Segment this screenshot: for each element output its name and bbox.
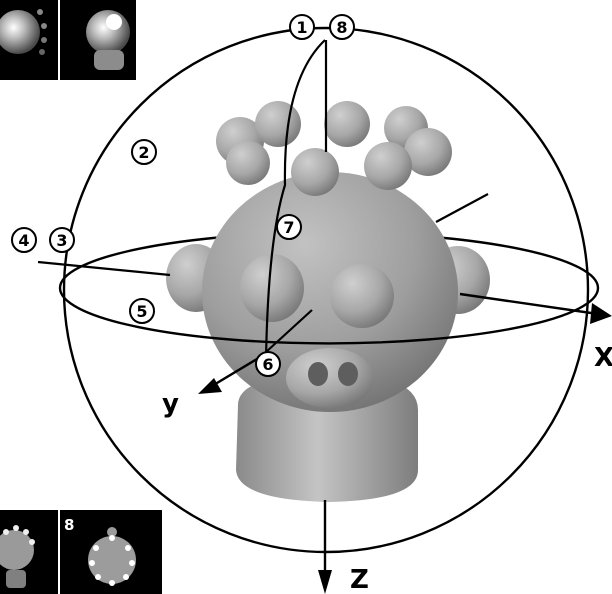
- diagonal-guide-line: [436, 194, 488, 222]
- svg-text:3: 3: [56, 231, 67, 250]
- thumbnail-bottom-left: [0, 510, 58, 594]
- marker-7: 7: [277, 215, 301, 239]
- marker-3: 3: [50, 228, 74, 252]
- figure-bumps: [216, 101, 452, 196]
- y-axis-label: y: [162, 389, 179, 419]
- figure-head: [166, 172, 490, 412]
- x-axis: [460, 294, 612, 324]
- svg-text:8: 8: [336, 18, 347, 37]
- marker-5: 5: [130, 299, 154, 323]
- marker-1: 1: [290, 15, 314, 39]
- thumbnail-bottom-right: 8: [60, 510, 162, 594]
- marker-4: 4: [12, 228, 36, 252]
- svg-text:2: 2: [138, 143, 149, 162]
- svg-text:5: 5: [136, 302, 147, 321]
- marker-8: 8: [330, 15, 354, 39]
- z-axis: [318, 500, 332, 594]
- x-axis-label: X: [594, 343, 612, 373]
- left-guide-line: [38, 262, 170, 275]
- marker-6: 6: [256, 352, 280, 376]
- thumbnail-label-8: 8: [64, 516, 74, 534]
- marker-2: 2: [132, 140, 156, 164]
- svg-text:7: 7: [283, 218, 294, 237]
- thumbnail-top-right: [60, 0, 136, 80]
- z-axis-label: Z: [350, 565, 369, 594]
- svg-text:4: 4: [18, 231, 29, 250]
- svg-text:6: 6: [262, 355, 273, 374]
- thumbnail-top-left: [0, 0, 58, 80]
- svg-text:1: 1: [296, 18, 307, 37]
